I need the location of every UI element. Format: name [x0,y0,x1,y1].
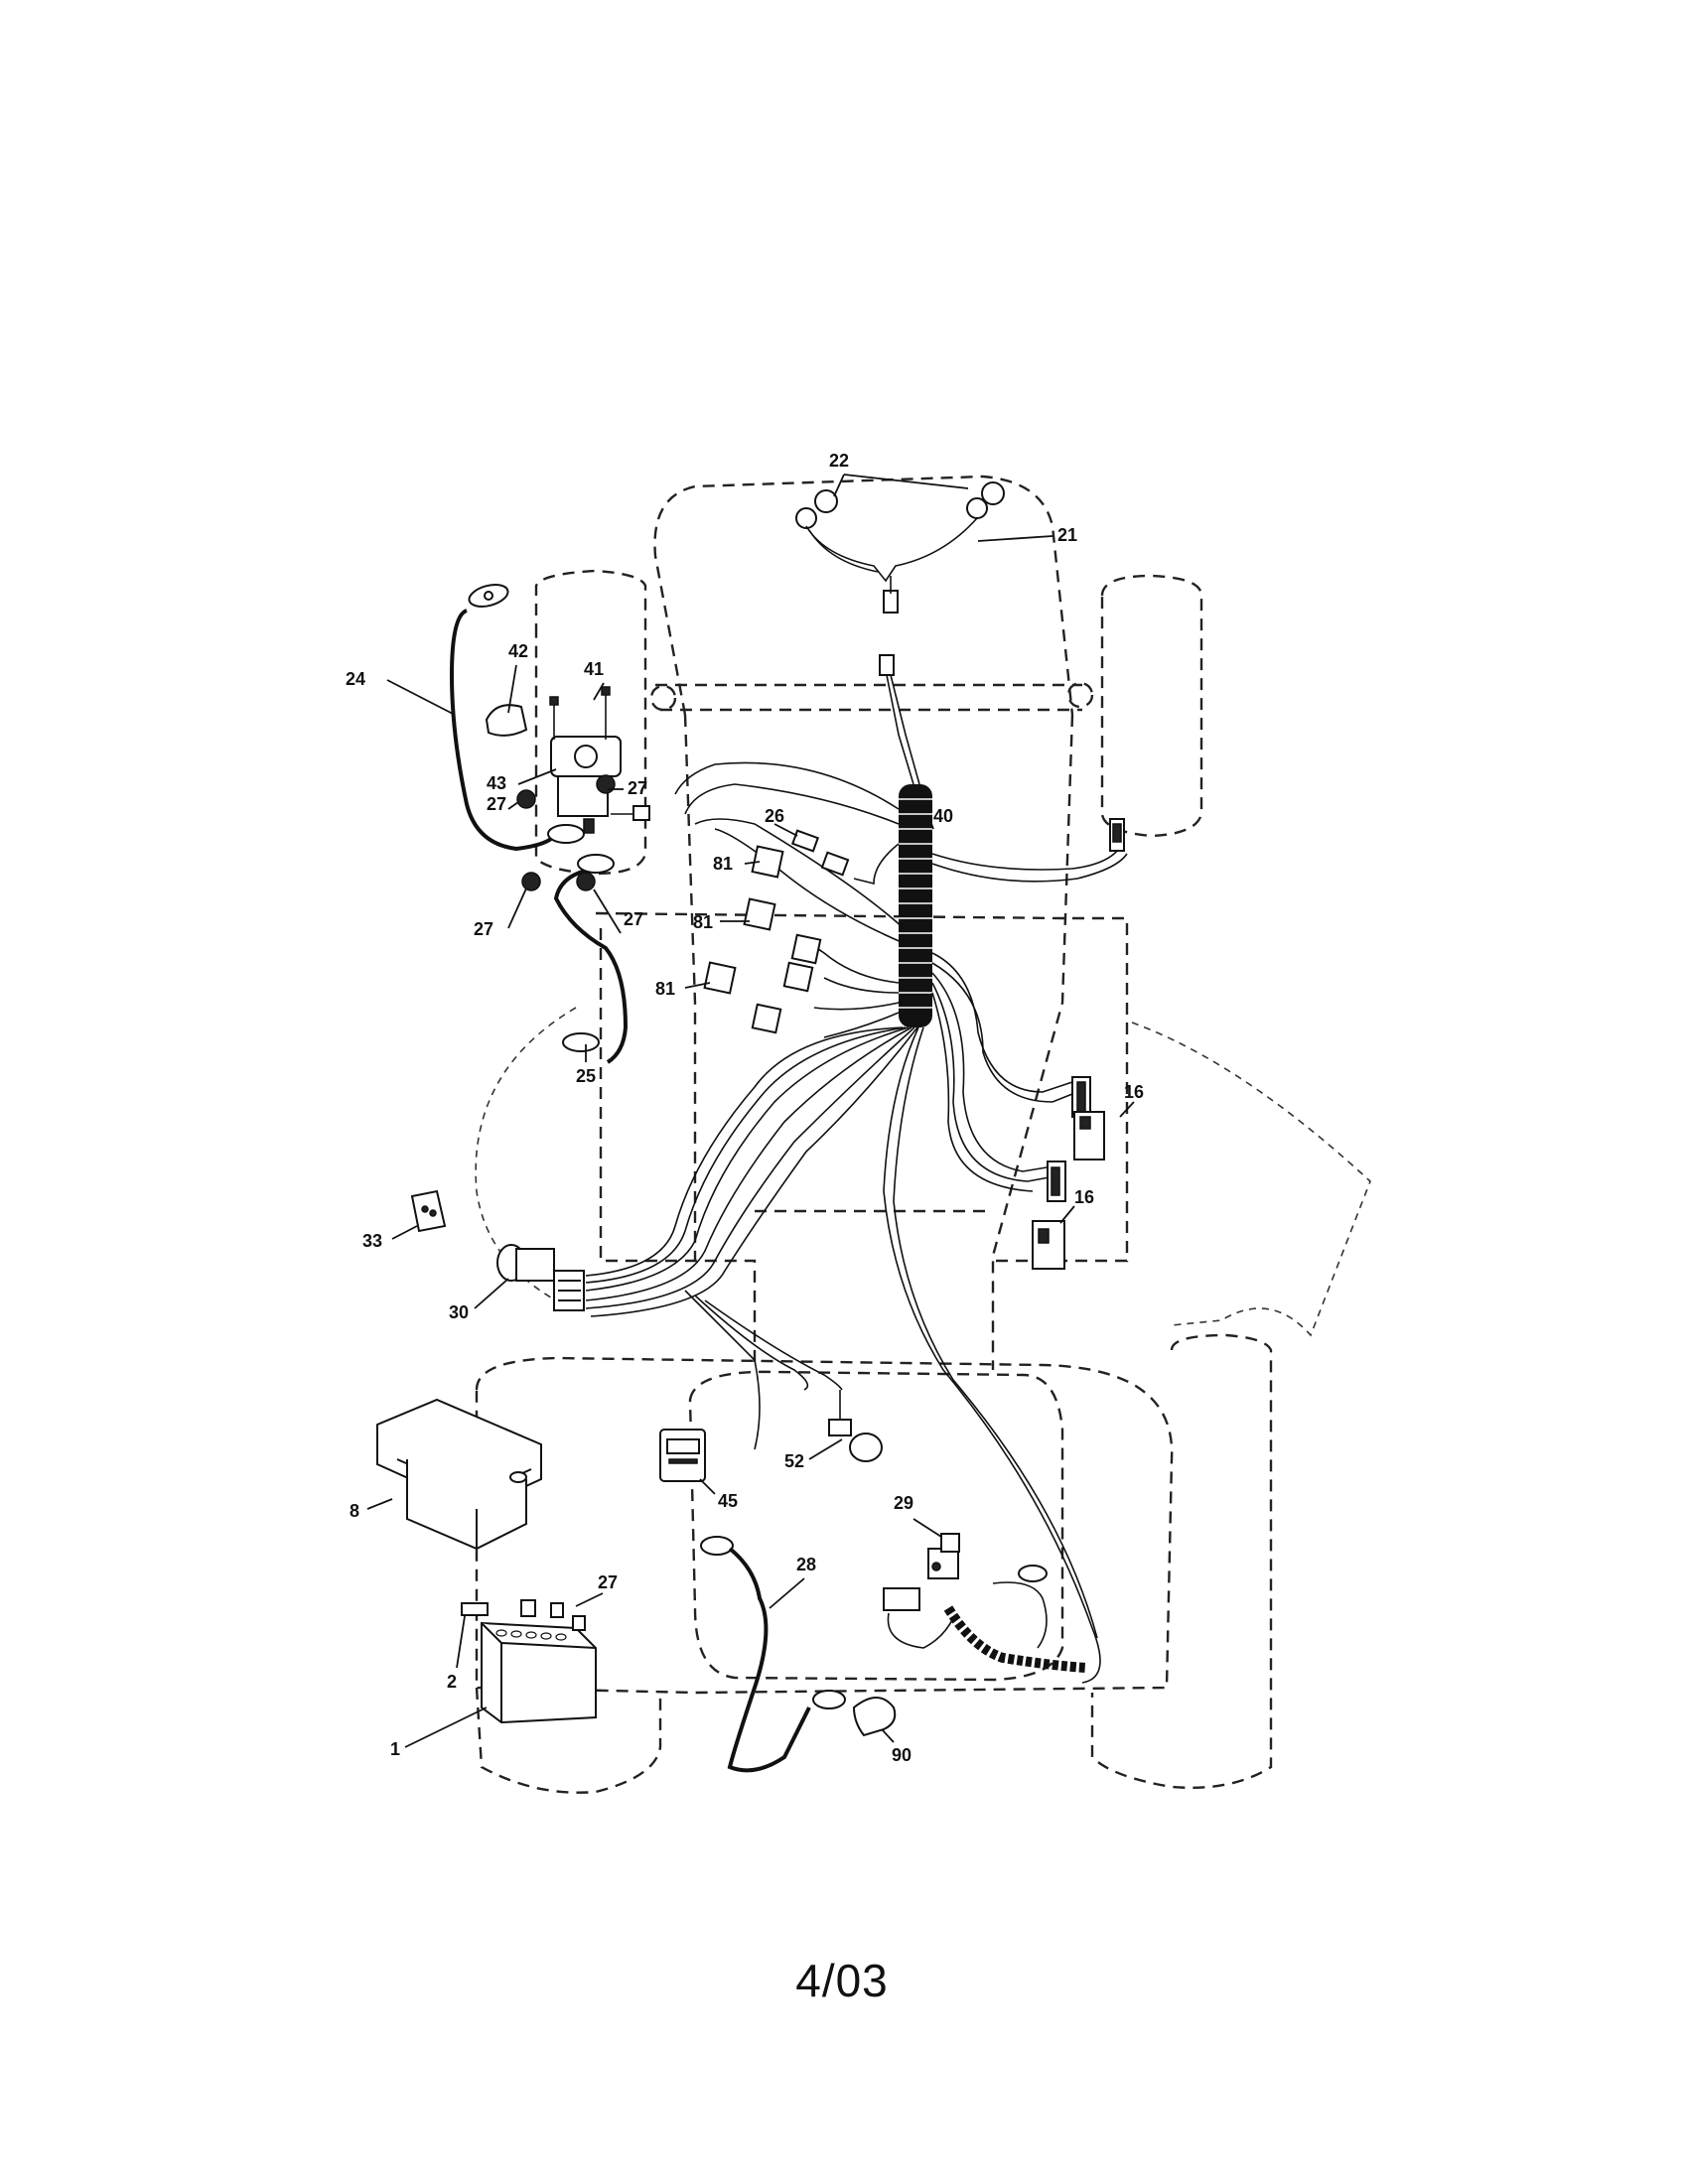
tractor-outline [475,475,1371,1794]
callout-33: 33 [362,1231,382,1251]
callout-16-lower: 16 [1074,1187,1094,1207]
callout-90: 90 [892,1745,912,1765]
callout-26: 26 [765,806,784,826]
leader-lines [366,474,1135,1748]
callout-27-lower-right: 27 [624,909,643,929]
main-harness [585,761,1128,1684]
harness-loom [899,784,932,1027]
callout-27-upper-right: 27 [628,778,647,798]
hourmeter-45 [659,1429,706,1482]
seat-harness-coil [887,1565,1088,1673]
callout-8: 8 [350,1501,359,1521]
callout-27-battery: 27 [598,1572,618,1592]
callout-21: 21 [1057,525,1077,545]
relays-81 [703,845,822,1034]
callout-81-bottom: 81 [655,979,675,999]
ignition-switch [496,1244,585,1311]
callout-16-upper: 16 [1124,1082,1144,1102]
battery [461,1599,597,1724]
fuse-26 [790,829,850,877]
callout-24: 24 [346,669,365,689]
seat-switch-29 [883,1533,960,1611]
callout-27-upper-left: 27 [487,794,506,814]
callout-52: 52 [784,1451,804,1471]
callout-81-middle: 81 [693,912,713,932]
cable-25 [553,854,629,1064]
callouts: 22 21 24 42 41 43 27 27 27 27 26 40 81 8… [346,451,1144,1765]
callout-45: 45 [718,1491,738,1511]
callout-2: 2 [447,1672,457,1692]
part-33 [410,1189,447,1233]
callout-81-top: 81 [713,854,733,874]
boot-90 [852,1697,897,1737]
callout-43: 43 [487,773,506,793]
callout-30: 30 [449,1302,469,1322]
callout-27-lower-left: 27 [474,919,493,939]
callout-28: 28 [796,1555,816,1574]
cable-28 [700,1536,846,1773]
cable-24 [449,584,585,852]
connector-16 [1032,1076,1105,1270]
battery-tray [376,1398,542,1551]
starter-solenoid [485,686,650,891]
callout-22: 22 [829,451,849,471]
callout-41: 41 [584,659,604,679]
callout-42: 42 [508,641,528,661]
headlight-assembly [795,481,1005,785]
callout-40: 40 [933,806,953,826]
callout-29: 29 [894,1493,913,1513]
lamp-52 [828,1390,883,1462]
callout-1: 1 [390,1739,400,1759]
callout-25: 25 [576,1066,596,1086]
seat-connector [1109,818,1125,852]
revision-date: 4/03 [795,1955,889,2006]
